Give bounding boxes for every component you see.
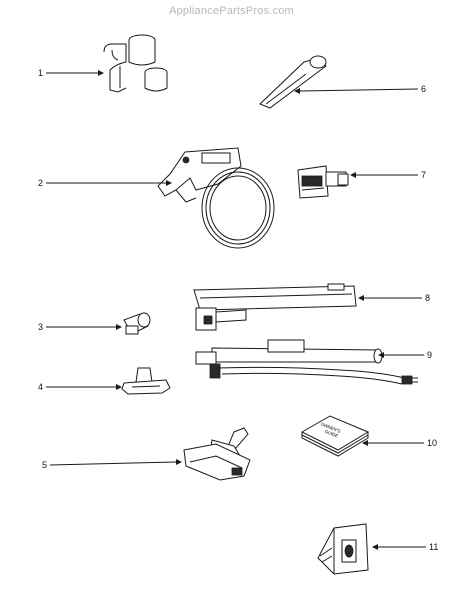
- callout-5: 5: [42, 460, 47, 470]
- callout-10: 10: [427, 438, 437, 448]
- part-2-hose: [157, 147, 275, 249]
- part-5-floor-tool: [183, 427, 251, 481]
- leader-6: [299, 88, 419, 92]
- manual-title-line2: GUIDE: [324, 429, 339, 439]
- part-8-wand-upper: [193, 283, 357, 331]
- part-3-adapter: [123, 312, 151, 335]
- arrowhead-9: [378, 352, 384, 358]
- part-6-crevice-tool: [259, 55, 327, 109]
- arrowhead-1: [98, 70, 104, 76]
- part-7-hose-cuff: [297, 165, 349, 199]
- part-10-owners-guide: OWNER'S GUIDE: [300, 415, 370, 457]
- arrowhead-4: [116, 384, 122, 390]
- arrowhead-5: [176, 459, 182, 465]
- callout-6: 6: [421, 84, 426, 94]
- callout-9: 9: [427, 350, 432, 360]
- arrowhead-11: [372, 544, 378, 550]
- watermark: AppliancePartsPros.com: [169, 5, 294, 17]
- arrowhead-10: [362, 440, 368, 446]
- part-11-dust-bag: [317, 523, 369, 575]
- callout-4: 4: [38, 382, 43, 392]
- part-4-upholstery-nozzle: [121, 367, 171, 395]
- callout-3: 3: [38, 322, 43, 332]
- callout-11: 11: [429, 542, 438, 552]
- arrowhead-7: [350, 172, 356, 178]
- part-1-tool-clip: [103, 34, 168, 93]
- arrowhead-8: [358, 295, 364, 301]
- arrowhead-3: [116, 324, 122, 330]
- callout-1: 1: [38, 68, 43, 78]
- callout-numbers: 1 2 3 4 5 6 7 8 9 10 11: [38, 68, 438, 552]
- part-9-electric-wand: [195, 339, 418, 385]
- callout-8: 8: [425, 293, 430, 303]
- callout-7: 7: [421, 170, 426, 180]
- arrowhead-6: [294, 88, 300, 94]
- callout-leaders: [46, 70, 426, 550]
- callout-2: 2: [38, 178, 43, 188]
- leader-5: [49, 461, 177, 466]
- arrowhead-2: [166, 180, 172, 186]
